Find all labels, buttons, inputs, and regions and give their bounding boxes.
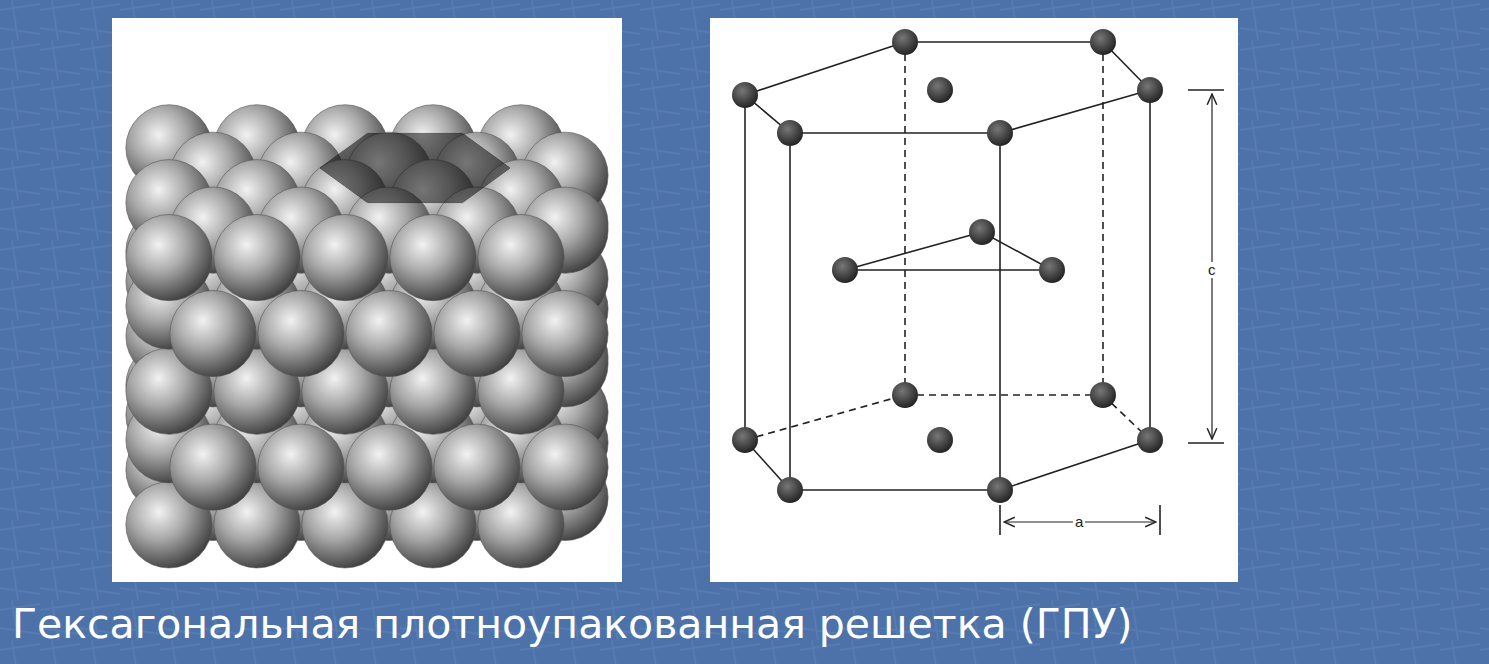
atom-sphere <box>522 290 608 376</box>
atom-sphere <box>214 214 300 300</box>
cell-edge <box>905 394 1103 396</box>
atom <box>892 382 918 408</box>
atom <box>777 120 803 146</box>
cell-edge <box>905 41 1103 43</box>
atom <box>1039 257 1065 283</box>
cell-edge <box>1000 90 1150 133</box>
atom-sphere <box>126 214 212 300</box>
atom <box>1090 29 1116 55</box>
dimension-tick <box>1188 442 1224 444</box>
atom <box>969 219 995 245</box>
atom <box>777 477 803 503</box>
dimension-tick <box>1159 505 1161 535</box>
atom <box>987 477 1013 503</box>
atom-sphere <box>302 214 388 300</box>
atom <box>892 29 918 55</box>
caption: Гексагональная плотноупакованная решетка… <box>12 596 1482 652</box>
atom <box>1137 77 1163 103</box>
cell-edge <box>999 133 1001 490</box>
cell-edge <box>1000 440 1150 490</box>
atom <box>1137 427 1163 453</box>
atom-sphere <box>170 424 256 510</box>
atom-sphere <box>522 424 608 510</box>
atom <box>832 257 858 283</box>
left-panel <box>112 18 622 582</box>
atom-sphere <box>478 214 564 300</box>
dimension-tick <box>1188 89 1224 91</box>
cell-edge <box>790 489 1000 491</box>
right-panel <box>710 18 1238 582</box>
atom <box>927 427 953 453</box>
atom-sphere <box>434 424 520 510</box>
hexagon-highlight <box>320 133 510 202</box>
atom-sphere <box>346 424 432 510</box>
cell-edge <box>744 95 746 440</box>
dimension-tick <box>999 505 1001 535</box>
atom <box>732 82 758 108</box>
atom-sphere <box>346 290 432 376</box>
middle-triangle <box>845 232 1052 270</box>
atom-sphere <box>258 290 344 376</box>
dimension-label: c <box>1206 262 1218 278</box>
cell-edge <box>745 395 905 440</box>
atom-sphere <box>258 424 344 510</box>
cell-edge <box>904 42 906 395</box>
atom-sphere <box>170 290 256 376</box>
sphere-packing <box>126 105 608 568</box>
atom <box>1090 382 1116 408</box>
atom-sphere <box>434 290 520 376</box>
cell-edge <box>1149 90 1151 440</box>
cell-edge <box>1102 42 1104 395</box>
unit-cell <box>732 29 1224 535</box>
atom <box>987 120 1013 146</box>
dimension-label: a <box>1073 514 1085 530</box>
cell-edge <box>790 132 1000 134</box>
atom <box>927 77 953 103</box>
atom-sphere <box>390 214 476 300</box>
cell-edge <box>789 133 791 490</box>
cell-edge <box>745 42 905 95</box>
atom <box>732 427 758 453</box>
